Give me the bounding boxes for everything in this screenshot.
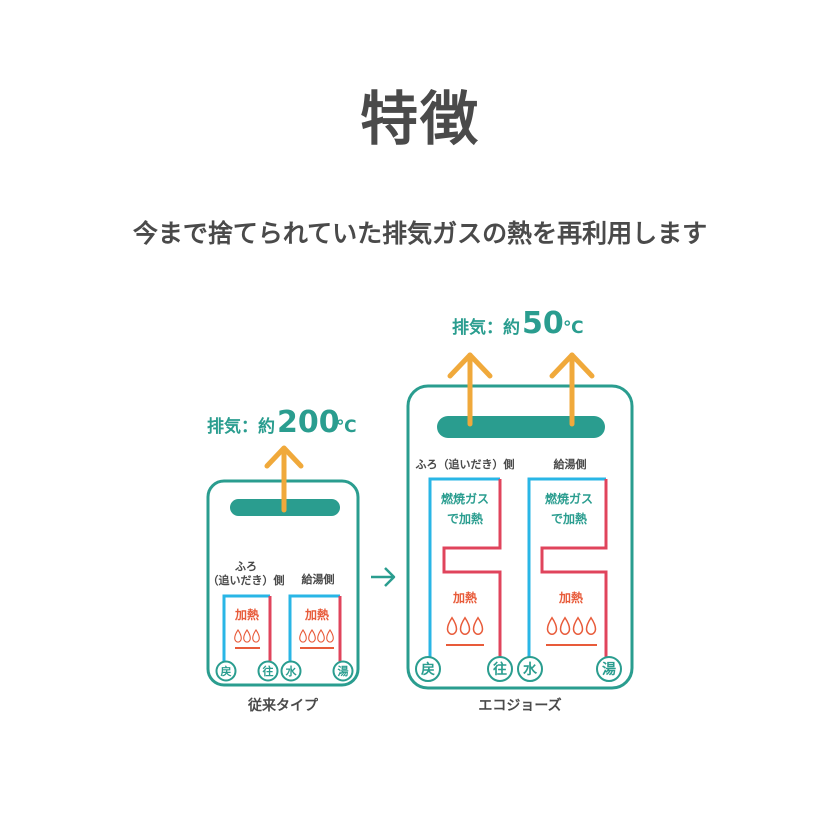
eco-secondary-left-2: で加熱 [447,511,483,526]
eco-exhaust-label: 排気：約 [452,317,520,338]
eco-exhaust-arrow-right [549,352,595,427]
eco-secondary-left-1: 燃焼ガス [441,491,489,506]
conv-flames-right [299,629,334,649]
eco-bath-cold-pipe [428,477,500,660]
conv-supply-label: 給湯側 [302,572,335,586]
page-subtitle: 今まで捨てられていた排気ガスの熱を再利用します [132,219,708,248]
eco-caption: エコジョーズ [478,697,561,714]
eco-port-hot: 湯 [596,656,622,682]
svg-text:水: 水 [286,664,298,678]
conv-caption: 従来タイプ [247,697,319,714]
conv-bath-label-1: ふろ [235,560,257,573]
conv-heat-label-left: 加熱 [234,607,259,622]
conv-exhaust-temp: 200 [277,405,340,440]
svg-text:水: 水 [523,661,538,678]
eco-exhaust-unit: ℃ [563,318,584,338]
ecojozu-unit: 排気：約 50 ℃ ふろ（追いだき）側 給湯側 燃焼ガス で加熱 燃焼ガス で加… [406,306,634,714]
conv-heat-label-right: 加熱 [304,607,329,622]
svg-text:往: 往 [493,661,507,678]
eco-exhaust-arrow-left [447,352,493,427]
svg-text:湯: 湯 [602,661,616,678]
eco-supply-label: 給湯側 [554,457,587,471]
conventional-unit: 排気：約 200 ℃ ふろ （追いだき）側 給湯側 加熱 加熱 [206,405,360,714]
eco-heat-label-left: 加熱 [452,590,477,605]
conv-bath-cold-pipe [222,594,270,662]
conv-port-outgo: 往 [257,660,279,682]
conv-port-hot: 湯 [332,660,354,682]
svg-text:湯: 湯 [338,664,349,678]
eco-flames-left [446,617,484,646]
page-title: 特徴 [359,85,480,153]
conv-bath-label-2: （追いだき）側 [208,573,285,587]
conv-port-water: 水 [280,660,302,682]
conv-supply-cold-pipe [288,594,340,662]
eco-supply-cold-pipe [527,477,606,660]
eco-secondary-right-1: 燃焼ガス [545,491,593,506]
conv-flames-left [234,629,260,649]
eco-port-water: 水 [517,656,543,682]
conv-exhaust-label: 排気：約 [207,416,275,437]
conv-port-return: 戻 [215,660,237,682]
eco-heat-label-right: 加熱 [558,590,583,605]
eco-port-return: 戻 [415,656,441,682]
eco-supply-hot-pipe [540,479,608,660]
eco-bath-hot-pipe [442,479,502,660]
eco-port-outgo: 往 [487,656,513,682]
eco-secondary-right-2: で加熱 [551,511,587,526]
eco-bath-label: ふろ（追いだき）側 [416,457,515,471]
eco-body [406,384,634,690]
transition-arrow-icon [371,567,396,587]
eco-exhaust-temp: 50 [522,306,564,341]
svg-text:戻: 戻 [420,661,435,678]
svg-text:往: 往 [263,664,274,678]
conv-exhaust-unit: ℃ [336,417,357,437]
svg-text:戻: 戻 [220,664,232,678]
eco-flames-right [546,617,597,646]
eco-heat-exchanger-bar [437,416,605,438]
conv-exhaust-arrow [264,445,304,513]
